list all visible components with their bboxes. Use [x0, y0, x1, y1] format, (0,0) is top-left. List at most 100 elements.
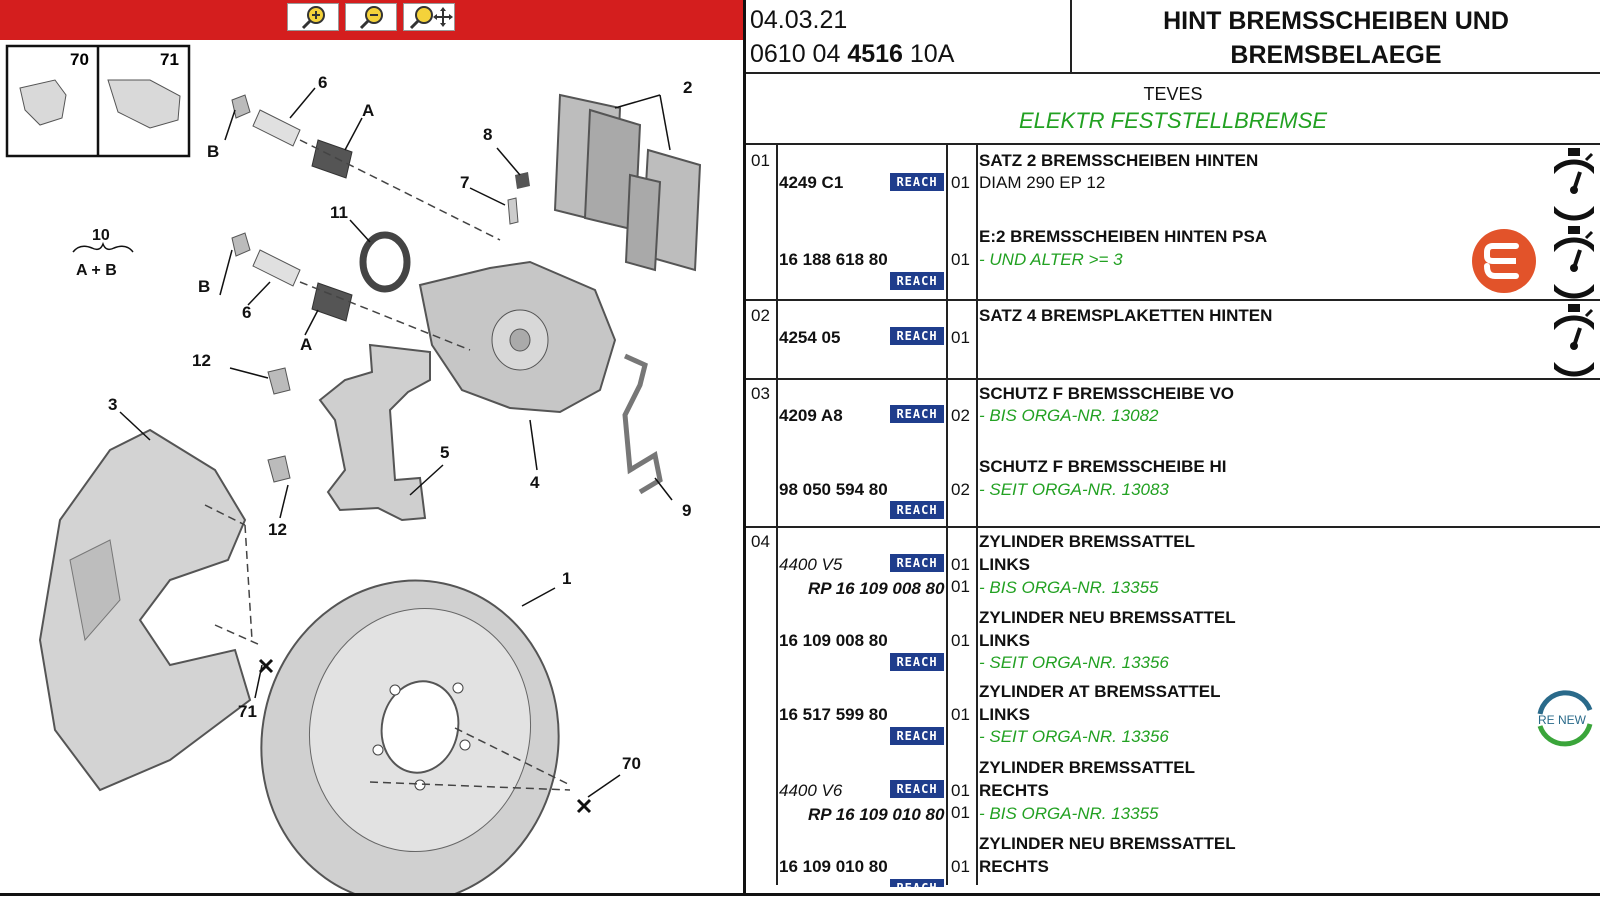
ref-suffix: 10A — [902, 40, 955, 68]
part-condition: - BIS ORGA-NR. 13355 — [979, 804, 1159, 823]
ref-bold: 4516 — [847, 40, 903, 68]
catalog-date: 04.03.21 — [750, 6, 848, 34]
callout-2: 2 — [683, 78, 692, 97]
part-reference[interactable]: 16 109 008 80 — [779, 631, 888, 650]
part-reference[interactable]: 16 109 010 80 — [779, 857, 888, 876]
kit-legend-number: 10 — [92, 227, 110, 244]
reach-badge: REACH — [890, 653, 944, 671]
quantity: 02 — [951, 406, 970, 425]
quantity: 01 — [951, 328, 970, 347]
dust-shield — [38, 428, 252, 792]
part-description-side: LINKS — [979, 705, 1030, 724]
part-reference[interactable]: 4254 05 — [779, 328, 841, 347]
supplier-name: TEVES — [1143, 84, 1203, 104]
callout-3: 3 — [108, 395, 117, 414]
parts-list-panel: 04.03.21 0610 04 4516 10A HINT BREMSSCHE… — [746, 0, 1600, 906]
callout-4: 4 — [530, 473, 540, 492]
catalog-reference: 0610 04 4516 10A — [750, 40, 954, 69]
part-description-side: RECHTS — [979, 857, 1049, 876]
part-condition: - UND ALTER >= 3 — [979, 250, 1123, 269]
part-description: ZYLINDER BREMSSATTEL — [979, 532, 1195, 551]
part-reference[interactable]: 16 517 599 80 — [779, 705, 888, 724]
position-number: 01 — [751, 151, 770, 170]
ref-prefix: 0610 04 — [750, 40, 848, 68]
zoom-pan-icon — [409, 6, 453, 30]
callout-70-bottom: 70 — [622, 754, 641, 773]
zoom-in-button[interactable] — [287, 3, 339, 31]
part-description-side: RECHTS — [979, 781, 1049, 800]
callout-7: 7 — [460, 173, 469, 192]
part-condition: - BIS ORGA-NR. 13355 — [979, 578, 1159, 597]
col-divider-3 — [976, 145, 978, 885]
part-condition: - BIS ORGA-NR. 13082 — [979, 406, 1159, 425]
part-description-side: LINKS — [979, 631, 1030, 650]
renew-logo-icon: RE NEW — [1537, 690, 1593, 747]
part-reference[interactable]: 4400 V5 — [779, 555, 843, 574]
part-description: SCHUTZ F BREMSSCHEIBE VO — [979, 384, 1235, 403]
quantity: 01 — [951, 705, 970, 724]
quantity: 01 — [951, 173, 970, 192]
retaining-spring — [622, 353, 663, 495]
callout-71-bottom: 71 — [238, 702, 257, 721]
title-line-1: HINT BREMSSCHEIBEN UND — [1163, 7, 1509, 35]
kit-legend-contents: A + B — [76, 262, 117, 279]
brake-pads — [553, 93, 702, 272]
row-separator — [746, 299, 1600, 301]
callout-B-bottom: B — [198, 277, 210, 296]
part-reference[interactable]: 4400 V6 — [779, 781, 843, 800]
reach-badge: REACH — [890, 501, 944, 519]
quantity: 02 — [951, 480, 970, 499]
part-condition: - SEIT ORGA-NR. 13356 — [979, 653, 1169, 672]
part-reference[interactable]: 4209 A8 — [779, 406, 843, 425]
callout-6b: 6 — [242, 303, 251, 322]
callout-5: 5 — [440, 443, 449, 462]
leader-lines — [119, 87, 673, 798]
quantity: 01 — [951, 250, 970, 269]
fix-markers — [258, 658, 592, 814]
callout-1: 1 — [562, 569, 571, 588]
callout-12b: 12 — [268, 520, 287, 539]
zoom-toolbar — [0, 0, 743, 40]
brake-disc — [260, 579, 560, 905]
part-description: ZYLINDER AT BREMSSATTEL — [979, 682, 1221, 701]
part-description: ZYLINDER BREMSSATTEL — [979, 758, 1195, 777]
part-reference[interactable]: RP 16 109 010 80 — [808, 805, 945, 824]
screw-box: 70 71 — [5, 44, 191, 158]
part-reference[interactable]: 98 050 594 80 — [779, 480, 888, 499]
caliper-bracket — [318, 343, 431, 522]
stopwatch-icon[interactable] — [1554, 302, 1594, 380]
callout-11: 11 — [330, 203, 348, 222]
part-reference[interactable]: RP 16 109 008 80 — [808, 579, 945, 598]
reach-badge: REACH — [890, 554, 944, 572]
quantity: 01 — [951, 857, 970, 876]
callout-6a: 6 — [318, 73, 327, 92]
callout-B-top: B — [207, 142, 219, 161]
reach-badge: REACH — [890, 173, 944, 191]
part-reference[interactable]: 16 188 618 80 — [779, 250, 888, 269]
reach-badge: REACH — [890, 727, 944, 745]
stopwatch-icon[interactable] — [1554, 146, 1594, 224]
guide-pins — [231, 94, 530, 483]
position-number: 02 — [751, 306, 770, 325]
stopwatch-icon[interactable] — [1554, 224, 1594, 302]
callout-12a: 12 — [192, 351, 211, 370]
zoom-out-button[interactable] — [345, 3, 397, 31]
reach-badge: REACH — [890, 780, 944, 798]
position-number: 03 — [751, 384, 770, 403]
header-rule — [746, 72, 1600, 74]
table-top-rule — [746, 143, 1600, 145]
part-description: ZYLINDER NEU BREMSSATTEL — [979, 608, 1236, 627]
row-separator — [746, 526, 1600, 528]
alignment-lines — [204, 139, 571, 791]
part-reference[interactable]: 4249 C1 — [779, 173, 844, 192]
zoom-pan-button[interactable] — [403, 3, 455, 31]
bottom-bar — [0, 893, 1600, 906]
caliper — [418, 260, 617, 414]
quantity: 01 — [951, 781, 970, 800]
part-description: SCHUTZ F BREMSSCHEIBE HI — [979, 457, 1227, 476]
callout-9: 9 — [682, 501, 691, 520]
position-number: 04 — [751, 532, 770, 551]
part-description: ZYLINDER NEU BREMSSATTEL — [979, 834, 1236, 853]
panel-divider — [743, 0, 746, 906]
